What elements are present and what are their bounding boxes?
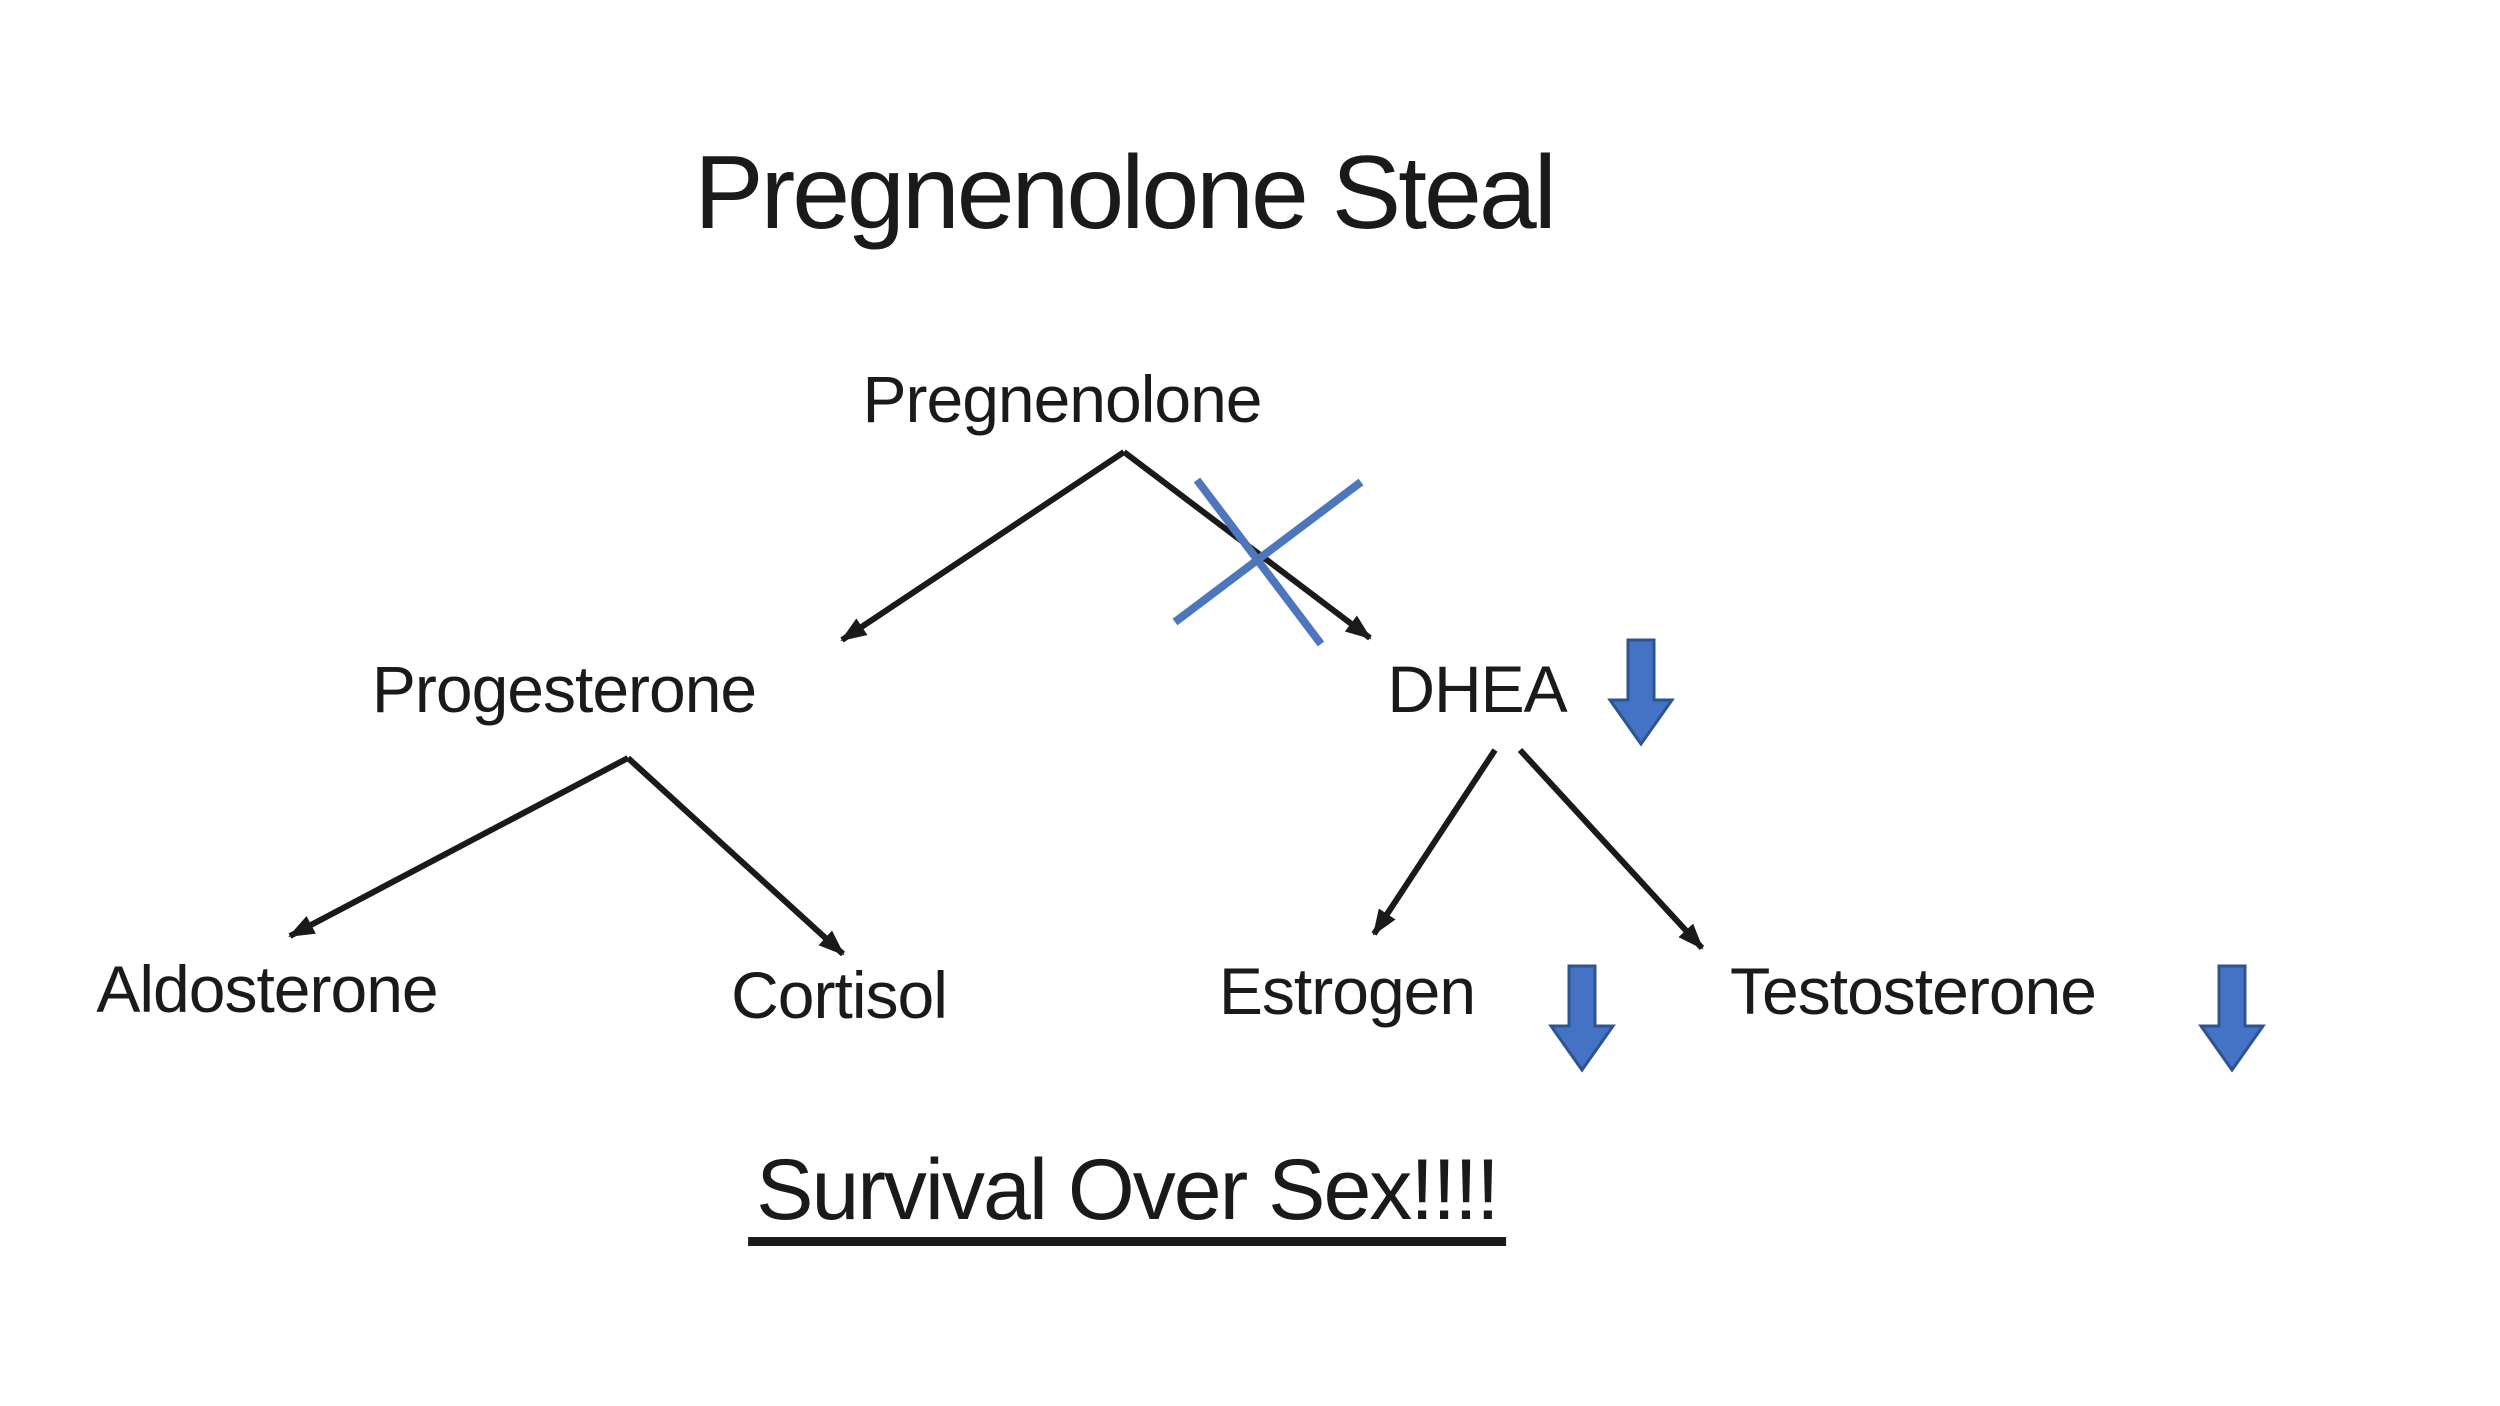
decrease-arrow-icon-testosterone <box>2198 964 2266 1073</box>
decrease-arrow-icon-estrogen <box>1548 964 1616 1073</box>
footer-text: Survival Over Sex!!!! <box>748 1147 1506 1246</box>
arrow-dhea-to-testosterone <box>1517 747 1705 951</box>
decrease-arrow-icon-dhea <box>1607 638 1675 747</box>
node-pregnenolone: Pregnenolone <box>862 362 1262 436</box>
node-cortisol: Cortisol <box>731 958 948 1032</box>
diagram-title: Pregnenolone Steal <box>694 135 1557 251</box>
arrow-progesterone-to-cortisol <box>625 755 846 957</box>
node-dhea: DHEA <box>1387 652 1567 726</box>
node-aldosterone: Aldosterone <box>96 952 438 1026</box>
node-progesterone: Progesterone <box>371 652 757 726</box>
node-estrogen: Estrogen <box>1218 954 1476 1028</box>
blocked-cross-icon <box>1172 477 1364 647</box>
cross-stroke-2 <box>1172 478 1364 626</box>
arrow-dhea-to-estrogen <box>1371 748 1498 936</box>
arrow-pregnenolone-to-progesterone <box>840 449 1126 643</box>
node-testosterone: Testosterone <box>1730 954 2097 1028</box>
arrow-progesterone-to-aldosterone <box>288 755 630 939</box>
